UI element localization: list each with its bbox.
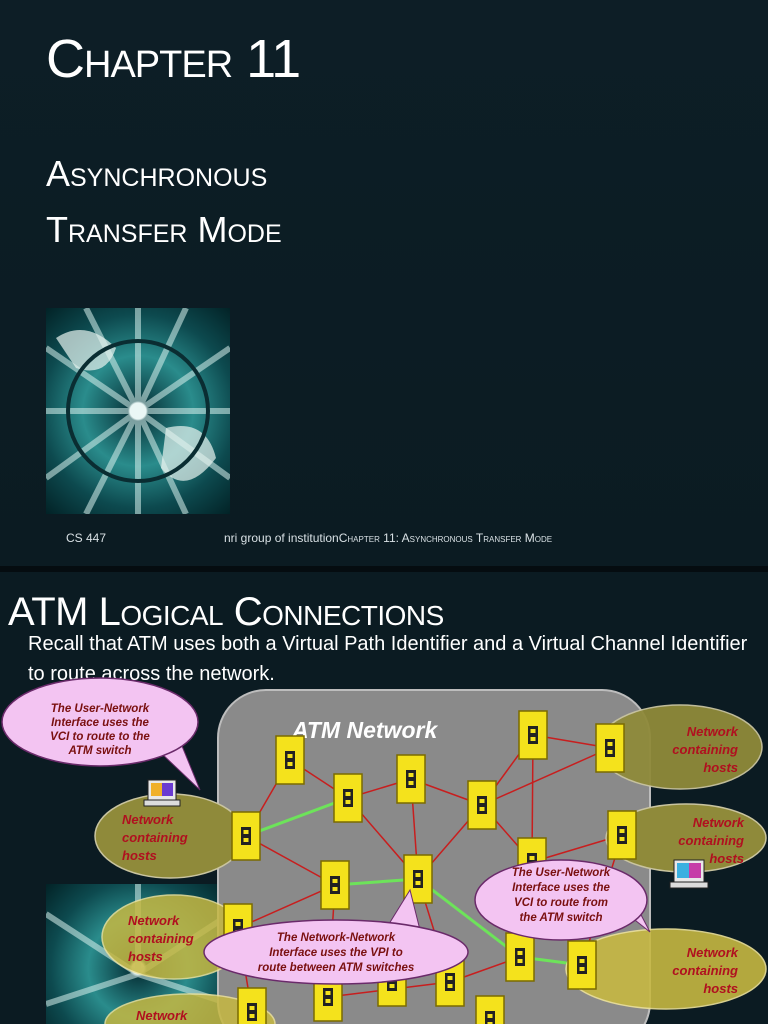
atm-switch [568,941,596,989]
atm-switch [506,933,534,981]
footer-info: nri group of institutionChapter 11: Asyn… [224,531,552,545]
subtitle-line-2: Transfer Mode [46,202,282,258]
atm-switch [238,988,266,1024]
atm-switch [608,811,636,859]
network-label: ATM Network [291,717,438,743]
atm-switch [468,781,496,829]
atm-switch [232,812,260,860]
atm-switch [334,774,362,822]
footer-chapter: Chapter 11: Asynchronous Transfer Mode [339,531,552,545]
atm-switch [397,755,425,803]
atm-switch [519,711,547,759]
atm-switch [321,861,349,909]
host-label-cut: Network [136,1008,188,1023]
globe-rays [46,308,230,514]
footer-group: nri group of institution [224,531,339,545]
atm-connections-slide: ATM Logical Connections Recall that ATM … [0,572,768,1024]
atm-switch [476,996,504,1024]
subtitle-line-1: Asynchronous [46,146,282,202]
footer-course: CS 447 [66,531,106,545]
atm-switch [596,724,624,772]
host-label-tr-1: Network [687,724,739,739]
host-label-tr-3: hosts [703,760,738,775]
chapter-title: Chapter 11 [46,28,300,90]
globe-image [46,308,230,514]
chapter-subtitle: Asynchronous Transfer Mode [46,146,282,258]
atm-network-diagram: ATM Network [0,572,768,1024]
atm-switch [276,736,304,784]
computer-icon [144,780,180,806]
title-slide: Chapter 11 Asynchronous Transfer Mode CS… [0,0,768,566]
host-label-tr-2: containing [672,742,738,757]
computer-icon [670,860,708,888]
